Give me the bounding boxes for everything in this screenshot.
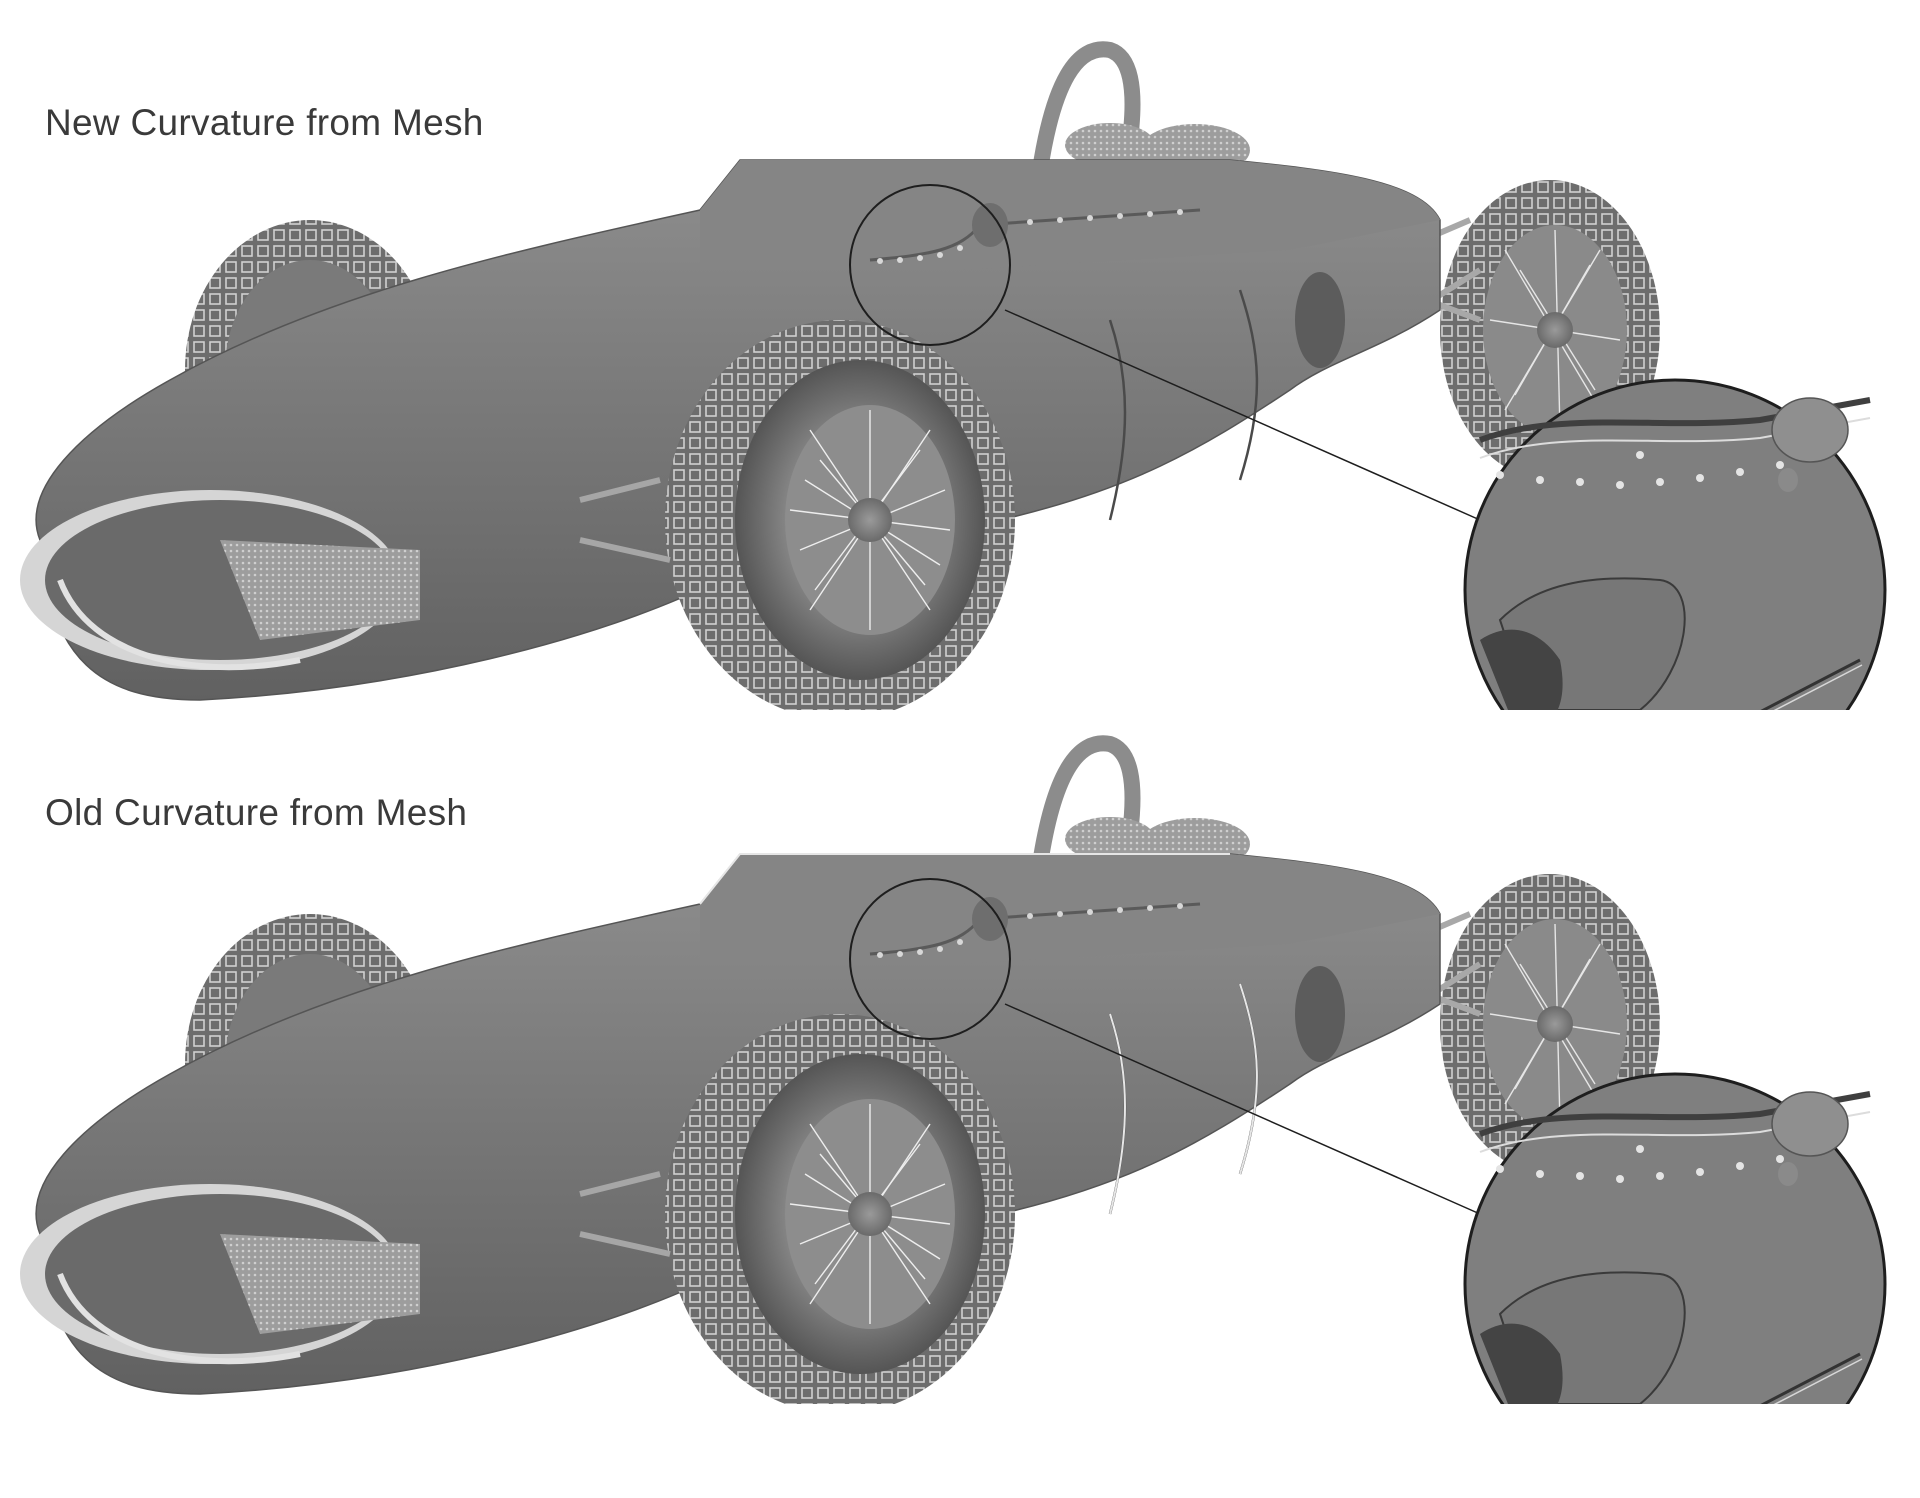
- race-car-render-old: [0, 714, 1920, 1404]
- panel-new-curvature: New Curvature from Mesh: [0, 20, 1920, 710]
- race-car-render-icon: [20, 743, 1660, 1404]
- callout-leader-line: [1004, 309, 1481, 521]
- callout-leader-line: [1004, 1003, 1481, 1215]
- race-car-render-new: [0, 20, 1920, 710]
- panel-title-old: Old Curvature from Mesh: [45, 792, 468, 833]
- race-car-render-icon: [20, 49, 1660, 710]
- panel-title-new: New Curvature from Mesh: [45, 102, 484, 143]
- magnify-callout-icon: [1465, 1074, 1885, 1404]
- focus-circle: [849, 878, 1011, 1040]
- panel-old-curvature: Old Curvature from Mesh: [0, 714, 1920, 1404]
- focus-circle: [849, 184, 1011, 346]
- magnify-callout-icon: [1465, 380, 1885, 710]
- seam-highlights: [699, 853, 1258, 1215]
